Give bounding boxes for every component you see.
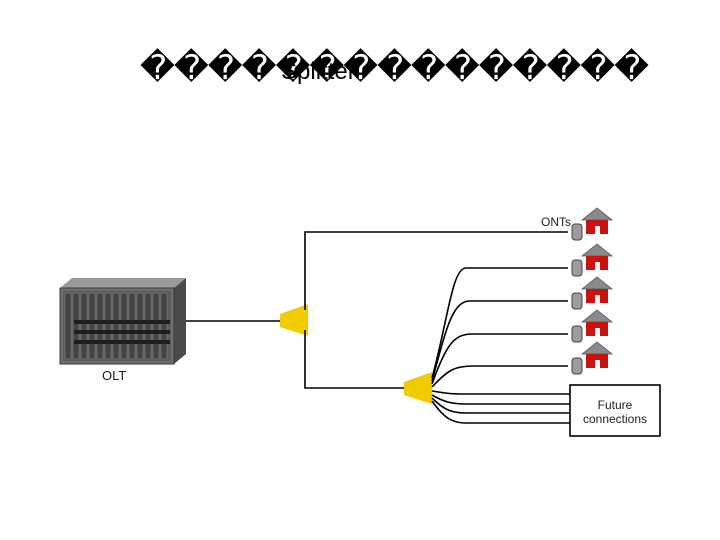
ont-device-icon [571,357,583,375]
ont-unit [571,243,614,277]
olt-slot [88,292,96,360]
house-door [595,226,600,234]
olt-slot [144,292,152,360]
slide-title-garbled: ��������������� [140,48,649,88]
ont-unit [571,276,614,310]
ont-unit [571,309,614,343]
house-roof [580,276,614,290]
olt-slot [152,292,160,360]
olt-slot [80,292,88,360]
olt-label: OLT [102,368,126,383]
house-door [595,295,600,303]
ont-group [571,207,614,375]
future-label-line2: connections [583,412,647,426]
fiber-to-ont-1 [304,231,568,310]
ont-device-icon [571,325,583,343]
ont-device-icon [571,259,583,277]
splitter-2 [404,372,432,404]
ont-unit [571,341,614,375]
ont-unit [571,207,614,241]
olt-slots [64,292,168,360]
olt-slot [120,292,128,360]
house-roof [580,207,614,221]
olt-slot [72,292,80,360]
slide-title-row: ��������������� [140,48,720,88]
olt-device [59,278,186,365]
olt-slot [96,292,104,360]
olt-slot [104,292,112,360]
house-door [595,328,600,336]
future-connections-box [569,384,661,437]
house-door [595,360,600,368]
splitter-2-fibers [431,267,570,424]
olt-slot [128,292,136,360]
ont-device-icon [571,292,583,310]
house-door [595,262,600,270]
future-label-line1: Future [598,398,633,412]
fiber-to-splitter-2 [304,330,406,389]
house-roof [580,309,614,323]
olt-slot [64,292,72,360]
onts-label: ONTs [541,215,571,229]
ont-device-icon [571,223,583,241]
house-roof [580,243,614,257]
olt-slot [112,292,120,360]
house-roof [580,341,614,355]
slide-title: Splitter [281,58,356,85]
olt-slot [136,292,144,360]
olt-slot [160,292,168,360]
splitter-1 [280,304,308,336]
